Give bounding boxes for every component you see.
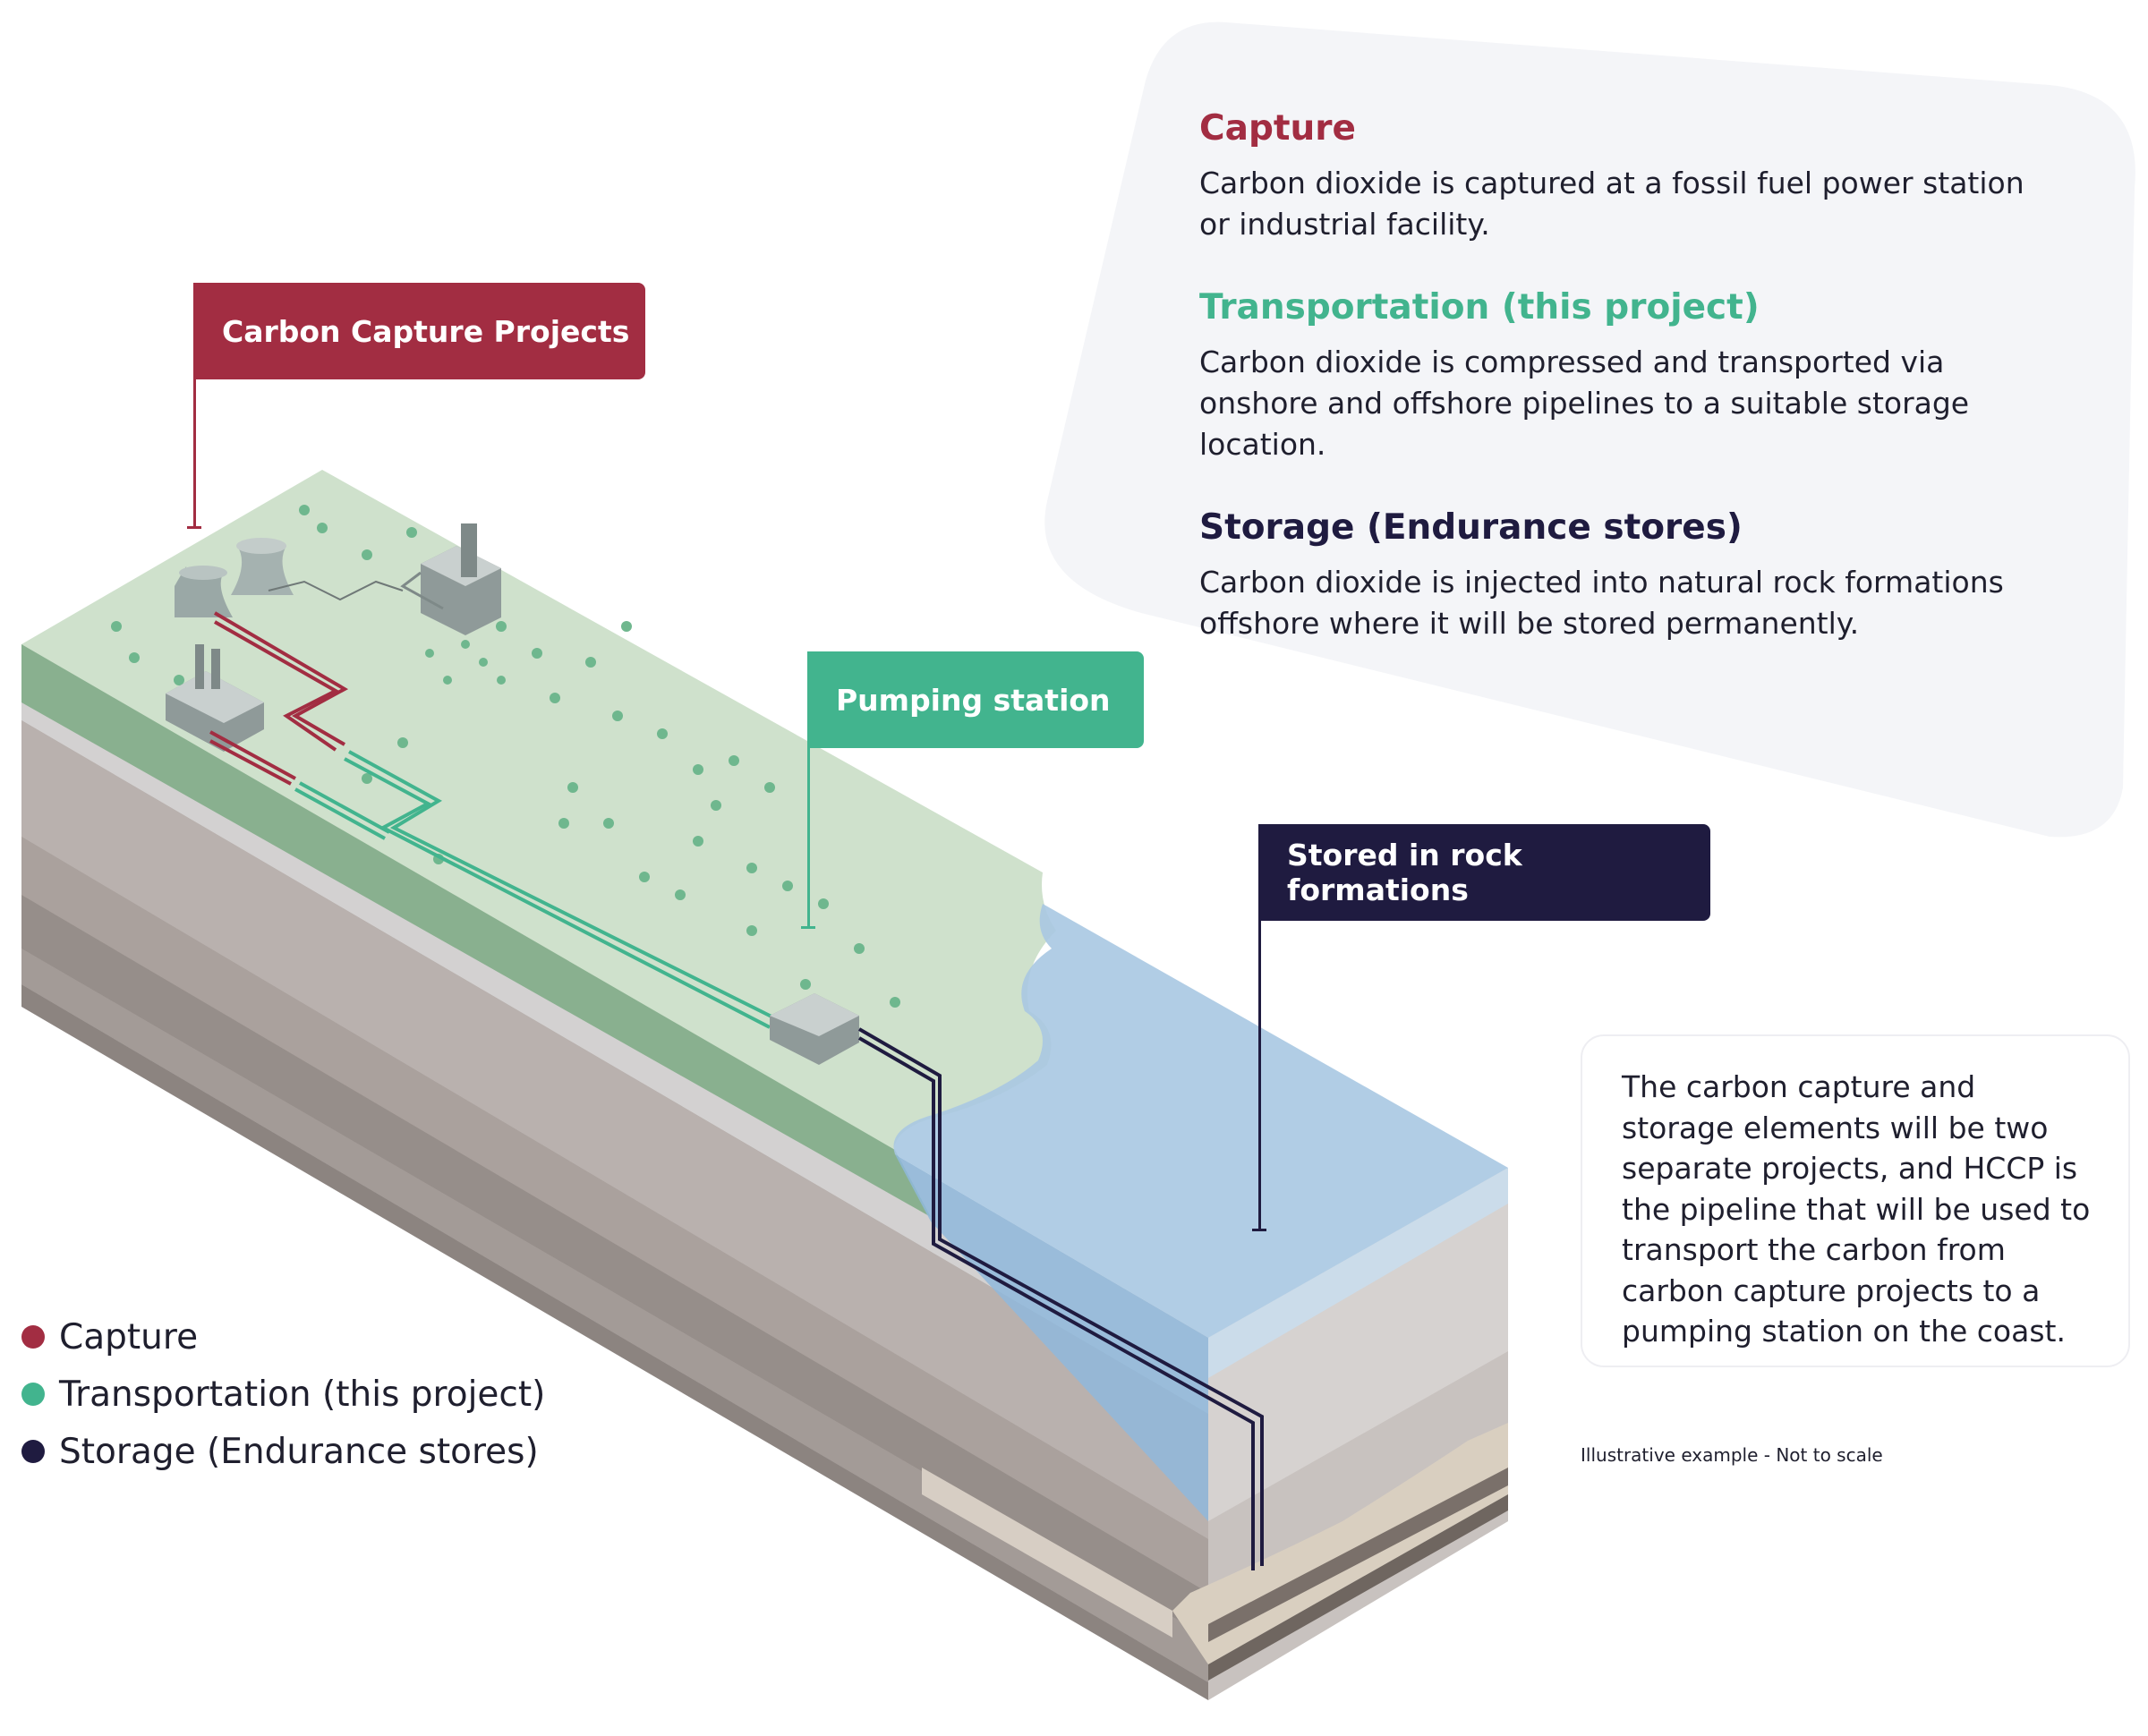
land-surface: [21, 470, 1056, 1163]
info-transport-text: Carbon dioxide is compressed and transpo…: [1199, 345, 1970, 462]
info-storage: Storage (Endurance stores) Carbon dioxid…: [1199, 506, 2058, 644]
storage-flag-label: Stored in rock formations: [1287, 838, 1522, 907]
info-capture-title: Capture: [1199, 108, 1356, 149]
storage-dot-icon: [21, 1440, 45, 1463]
storage-flag: Stored in rock formations: [1258, 824, 1710, 921]
transport-pipeline: [294, 750, 780, 1029]
legend-label: Storage (Endurance stores): [59, 1431, 539, 1472]
info-panel: Capture Carbon dioxide is captured at a …: [1199, 107, 2058, 685]
cooling-towers-icon: [175, 538, 294, 617]
disclaimer: Illustrative example - Not to scale: [1581, 1444, 1883, 1466]
pumping-station-flag: Pumping station: [807, 651, 1144, 748]
sea-front: [895, 1154, 1208, 1521]
note-box: The carbon capture and storage elements …: [1581, 1034, 2130, 1367]
legend-label: Transportation (this project): [59, 1374, 546, 1415]
capture-flag-pole: [193, 376, 196, 528]
capture-flag: Carbon Capture Projects: [193, 283, 645, 379]
storage-pipeline: [857, 1027, 1264, 1570]
pumping-flag-label: Pumping station: [836, 682, 1111, 718]
pumping-flag-pole-cap: [801, 926, 815, 929]
sea-end: [1208, 1168, 1508, 1378]
city-buildings-icon: [268, 523, 501, 635]
info-capture: Capture Carbon dioxide is captured at a …: [1199, 107, 2058, 245]
land-edge: [21, 644, 931, 1217]
legend-item-capture: Capture: [21, 1308, 545, 1366]
info-transport: Transportation (this project) Carbon dio…: [1199, 286, 2058, 465]
info-storage-text: Carbon dioxide is injected into natural …: [1199, 565, 2004, 641]
transport-dot-icon: [21, 1383, 45, 1406]
legend-item-storage: Storage (Endurance stores): [21, 1423, 545, 1480]
trees: [111, 505, 900, 1025]
info-capture-text: Carbon dioxide is captured at a fossil f…: [1199, 166, 2024, 242]
capture-dot-icon: [21, 1325, 45, 1349]
storage-rock-formation: [922, 1468, 1172, 1638]
note-text: The carbon capture and storage elements …: [1622, 1069, 2091, 1349]
storage-flag-pole-cap: [1252, 1229, 1266, 1231]
info-storage-title: Storage (Endurance stores): [1199, 507, 1743, 548]
legend-item-transport: Transportation (this project): [21, 1366, 545, 1423]
info-panel-background: [1044, 21, 2135, 838]
sea-surface: [893, 904, 1508, 1338]
factory-icon: [166, 644, 264, 752]
pumping-station-icon: [770, 993, 859, 1065]
pumping-flag-pole: [807, 745, 810, 928]
capture-flag-label: Carbon Capture Projects: [222, 313, 630, 349]
legend-label: Capture: [59, 1316, 199, 1357]
legend: Capture Transportation (this project) St…: [21, 1308, 545, 1480]
info-transport-title: Transportation (this project): [1199, 287, 1760, 328]
capture-flag-pole-cap: [187, 526, 201, 529]
storage-flag-pole: [1258, 917, 1261, 1230]
capture-pipeline: [209, 611, 349, 786]
